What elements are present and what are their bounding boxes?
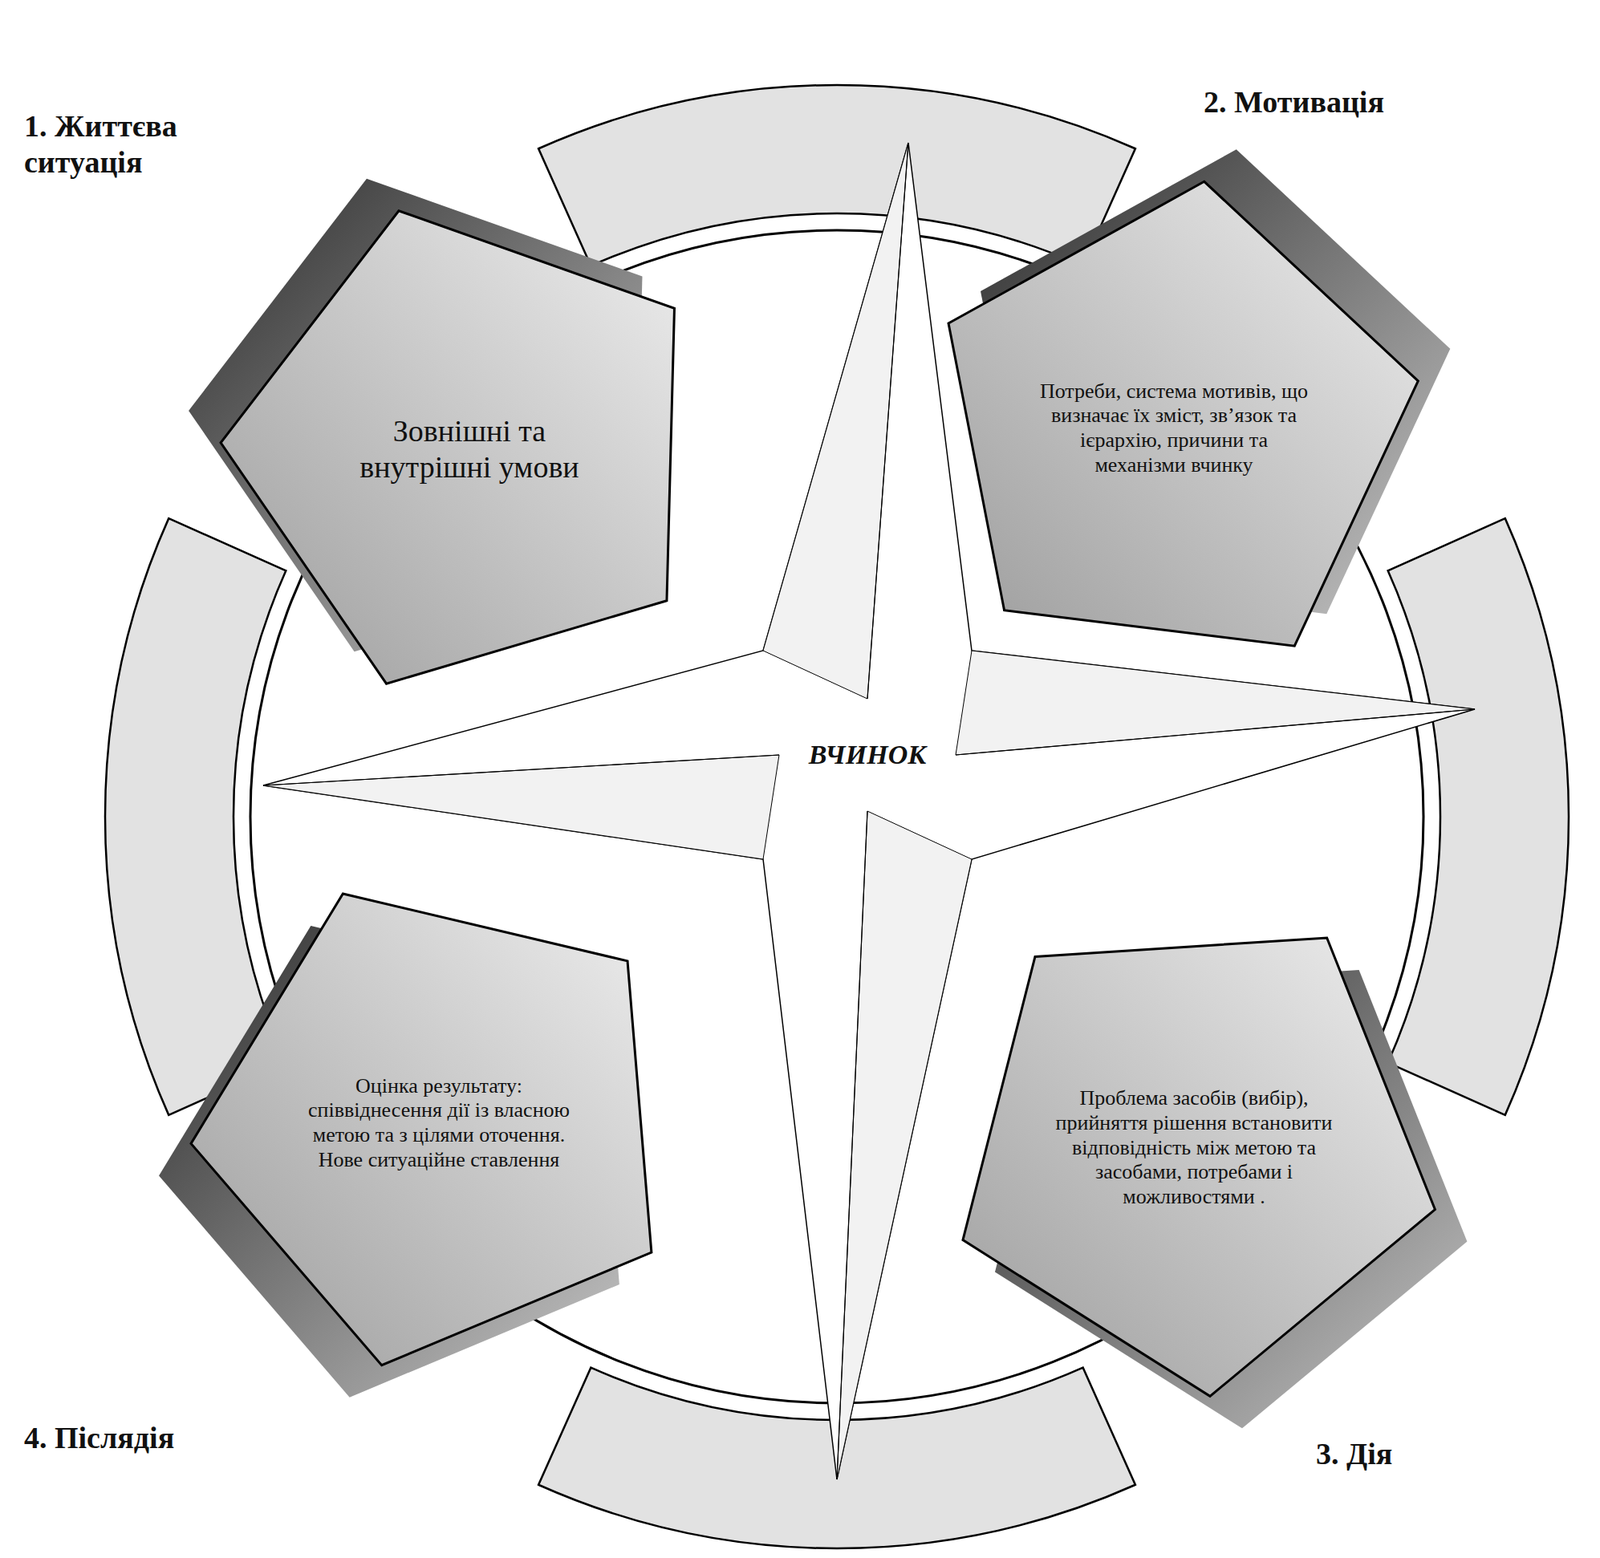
ring-segment bbox=[1388, 518, 1569, 1116]
pentagon-box: 3. ДіяПроблема засобів (вибір), прийнятт… bbox=[945, 899, 1443, 1397]
pentagon-outline bbox=[948, 181, 1418, 646]
pentagon-box: 1. Життєва ситуаціяЗовнішні та внутрішні… bbox=[220, 200, 719, 699]
star-ridge bbox=[263, 755, 780, 786]
outer-ring bbox=[105, 85, 1569, 1549]
pentagon-box: 4. ПіслядіяОцінка результату: співвіднес… bbox=[190, 874, 688, 1373]
box-text: Оцінка результату: співвіднесення дії із… bbox=[300, 1074, 578, 1174]
star-ridge bbox=[867, 142, 909, 699]
stage-heading: 1. Життєва ситуація bbox=[24, 108, 257, 181]
pentagon-outline bbox=[220, 211, 675, 684]
pentagon-outline bbox=[190, 893, 652, 1366]
ring-segment bbox=[538, 85, 1136, 266]
box-text: Проблема засобів (вибір), прийняття ріше… bbox=[1055, 1086, 1333, 1210]
pentagon-shape bbox=[220, 200, 719, 699]
star-facet bbox=[955, 650, 1475, 756]
star-ridge bbox=[955, 709, 1475, 756]
stage-heading: 3. Дія bbox=[1315, 1436, 1581, 1473]
box-text: Зовнішні та внутрішні умови bbox=[331, 413, 609, 486]
star-facet bbox=[836, 811, 972, 1480]
stage-heading: 2. Мотивація bbox=[1203, 84, 1557, 121]
star-ridge bbox=[836, 811, 868, 1480]
box-text: Потреби, система мотивів, що визначає їх… bbox=[1035, 379, 1313, 479]
star-facet bbox=[763, 142, 909, 699]
star-facet bbox=[263, 755, 780, 860]
stage-heading: 4. Післядія bbox=[24, 1420, 346, 1457]
pentagon-box: 2. МотиваціяПотреби, система мотивів, що… bbox=[925, 179, 1423, 678]
pentagon-outline bbox=[962, 938, 1435, 1397]
center-label: ВЧИНОК bbox=[808, 739, 927, 772]
